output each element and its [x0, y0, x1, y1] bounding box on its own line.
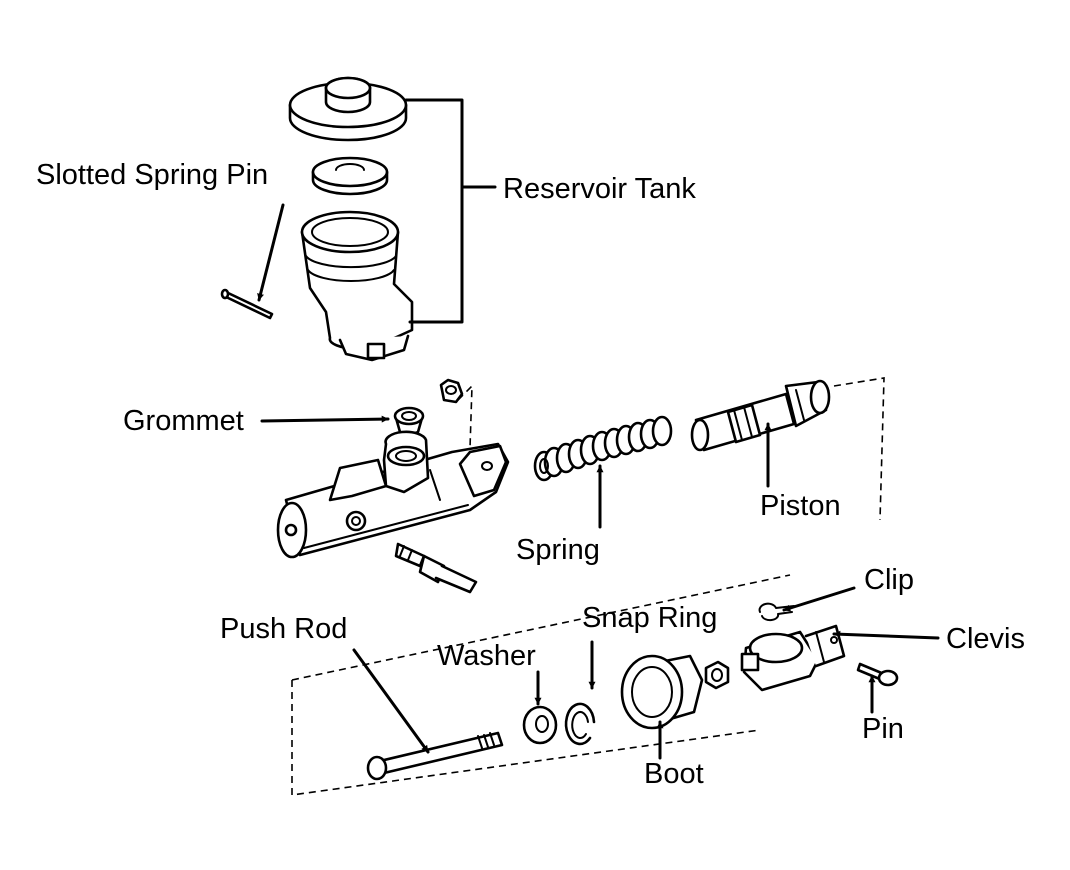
label-clip: Clip [864, 564, 914, 596]
slotted-spring-pin-arrow [257, 203, 285, 302]
snap-ring-part [564, 702, 596, 746]
cap-nut [439, 378, 464, 404]
clip-part [758, 602, 795, 622]
reservoir-body [300, 210, 414, 362]
reservoir-cap [288, 76, 408, 142]
push-rod-arrow [352, 648, 430, 754]
label-washer: Washer [437, 640, 536, 672]
piston-part [690, 379, 831, 452]
label-grommet: Grommet [123, 405, 244, 437]
clevis-arrow [832, 630, 940, 640]
washer-part [522, 705, 558, 745]
boot-part [620, 654, 704, 730]
label-spring: Spring [516, 534, 600, 566]
slotted-spring-pin [220, 288, 274, 320]
cylinder-group-outline [833, 377, 885, 521]
label-piston: Piston [760, 490, 841, 522]
spring-part [533, 415, 673, 482]
clevis-part [740, 624, 846, 692]
pushrod-group-outline [291, 574, 791, 796]
label-slotted-spring-pin: Slotted Spring Pin [36, 159, 268, 191]
hose-fitting [394, 542, 478, 594]
label-clevis: Clevis [946, 623, 1025, 655]
master-cylinder-body [276, 430, 510, 559]
label-snap-ring: Snap Ring [582, 602, 717, 634]
push-rod-part [366, 731, 504, 781]
reservoir-tank-leader [404, 98, 497, 324]
label-pin: Pin [862, 713, 904, 745]
label-reservoir-tank: Reservoir Tank [503, 173, 696, 205]
reservoir-diaphragm [311, 156, 389, 196]
grommet-guide-line [457, 384, 473, 449]
grommet-part [393, 406, 425, 435]
label-boot: Boot [644, 758, 704, 790]
grommet-arrow [260, 415, 390, 423]
pin-part [856, 662, 899, 687]
nut-part [704, 660, 730, 690]
clip-arrow [782, 586, 856, 612]
label-push-rod: Push Rod [220, 613, 347, 645]
